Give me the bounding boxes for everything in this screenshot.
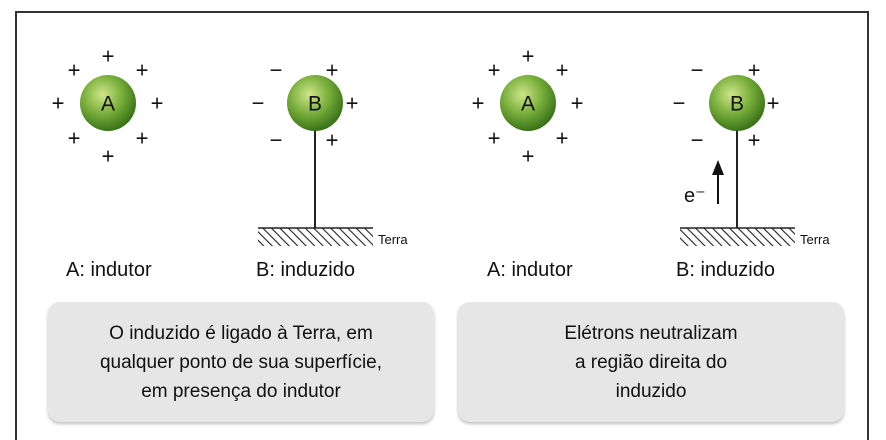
plus-charge: + bbox=[102, 144, 115, 169]
minus-charge: − bbox=[270, 58, 283, 83]
inductor-caption: A: indutor bbox=[66, 259, 152, 281]
electron-label: e⁻ bbox=[684, 185, 706, 207]
ground-left: Terra bbox=[258, 227, 408, 247]
charges-a-left: + + + + + + + + bbox=[52, 44, 164, 169]
induced-caption: B: induzido bbox=[676, 259, 775, 281]
sphere-letter: A bbox=[101, 93, 115, 116]
caption-box-right: Elétrons neutralizam a região direita do… bbox=[458, 302, 844, 422]
induced-sphere-b-right: B bbox=[709, 75, 765, 228]
plus-charge: + bbox=[346, 91, 359, 116]
plus-charge: + bbox=[326, 128, 339, 153]
plus-charge: + bbox=[68, 126, 81, 151]
inductor-sphere-a-right: A bbox=[500, 75, 556, 131]
plus-charge: + bbox=[136, 58, 149, 83]
charges-b-left: − + − + − + bbox=[252, 58, 359, 153]
plus-charge: + bbox=[522, 144, 535, 169]
sphere-letter: A bbox=[521, 93, 535, 116]
plus-charge: + bbox=[748, 58, 761, 83]
minus-charge: − bbox=[270, 128, 283, 153]
plus-charge: + bbox=[68, 58, 81, 83]
plus-charge: + bbox=[326, 58, 339, 83]
plus-charge: + bbox=[472, 91, 485, 116]
plus-charge: + bbox=[556, 126, 569, 151]
caption-line: induzido bbox=[615, 380, 687, 402]
inductor-sphere-a-left: A bbox=[80, 75, 136, 131]
charges-a-right: + + + + + + + + bbox=[472, 44, 584, 169]
electron-flow-arrow-icon bbox=[712, 160, 724, 204]
plus-charge: + bbox=[556, 58, 569, 83]
induced-caption: B: induzido bbox=[256, 259, 355, 281]
plus-charge: + bbox=[488, 58, 501, 83]
plus-charge: + bbox=[488, 126, 501, 151]
plus-charge: + bbox=[136, 126, 149, 151]
plus-charge: + bbox=[151, 91, 164, 116]
charges-b-right: − + − + − + bbox=[673, 58, 780, 153]
ground-label: Terra bbox=[800, 232, 830, 247]
minus-charge: − bbox=[691, 128, 704, 153]
caption-box-left: O induzido é ligado à Terra, em qualquer… bbox=[48, 302, 434, 422]
plus-charge: + bbox=[748, 128, 761, 153]
plus-charge: + bbox=[52, 91, 65, 116]
caption-line: qualquer ponto de sua superfície, bbox=[99, 351, 383, 373]
inductor-caption: A: indutor bbox=[487, 259, 573, 281]
caption-line: O induzido é ligado à Terra, em bbox=[109, 322, 373, 344]
minus-charge: − bbox=[252, 91, 265, 116]
caption-line: Elétrons neutralizam bbox=[564, 322, 738, 344]
sphere-letter: B bbox=[730, 93, 744, 116]
plus-charge: + bbox=[571, 91, 584, 116]
ground-label: Terra bbox=[378, 232, 408, 247]
sphere-letter: B bbox=[308, 93, 322, 116]
plus-charge: + bbox=[102, 44, 115, 69]
ground-right: Terra bbox=[680, 227, 830, 247]
induced-sphere-b-left: B bbox=[287, 75, 343, 228]
caption-line: a região direita do bbox=[574, 351, 728, 373]
caption-line: em presença do indutor bbox=[141, 380, 341, 402]
plus-charge: + bbox=[522, 44, 535, 69]
outer-frame bbox=[15, 11, 869, 440]
minus-charge: − bbox=[691, 58, 704, 83]
plus-charge: + bbox=[767, 91, 780, 116]
minus-charge: − bbox=[673, 91, 686, 116]
